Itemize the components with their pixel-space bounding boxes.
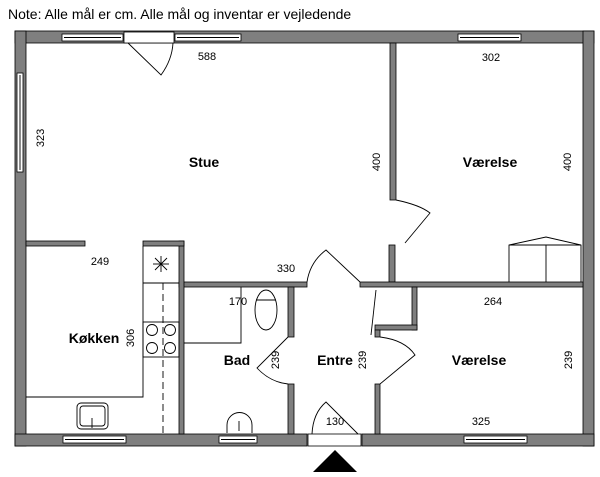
dim-bad-height: 239 [270,351,282,369]
dim-stue-height: 400 [371,153,383,171]
doors [123,31,431,447]
dim-bad-width: 170 [229,296,247,308]
room-label-bad: Bad [224,352,250,368]
dim-stue-left: 323 [35,129,47,147]
room-label-stue: Stue [189,154,220,170]
entrance-arrow-icon [313,450,357,472]
dim-vaerelse2-height: 239 [563,351,575,369]
dim-vaerelse2-width-bottom: 325 [472,416,490,428]
kitchen-fixtures [26,246,180,434]
dim-stue-width: 588 [198,51,216,63]
wardrobe [508,236,582,282]
dim-vaerelse1-width: 302 [482,52,500,64]
room-label-vaerelse-1: Værelse [463,154,518,170]
outer-walls [14,30,595,447]
dim-entre-width: 130 [326,416,344,428]
room-label-koekken: Køkken [69,330,120,346]
room-label-entre: Entre [317,352,353,368]
interior-walls [25,42,584,435]
windows [16,33,528,444]
dim-hall: 330 [277,263,295,275]
room-label-vaerelse-2: Værelse [452,352,507,368]
bath-fixtures [184,287,278,433]
dim-entre-height: 239 [357,351,369,369]
dim-vaerelse2-width-top: 264 [484,296,502,308]
vent-icon [153,256,169,272]
dim-koekken-width: 249 [91,256,109,268]
plan-note: Note: Alle mål er cm. Alle mål og invent… [8,6,352,22]
dim-koekken-height: 306 [125,329,137,347]
dim-vaerelse1-height: 400 [562,153,574,171]
